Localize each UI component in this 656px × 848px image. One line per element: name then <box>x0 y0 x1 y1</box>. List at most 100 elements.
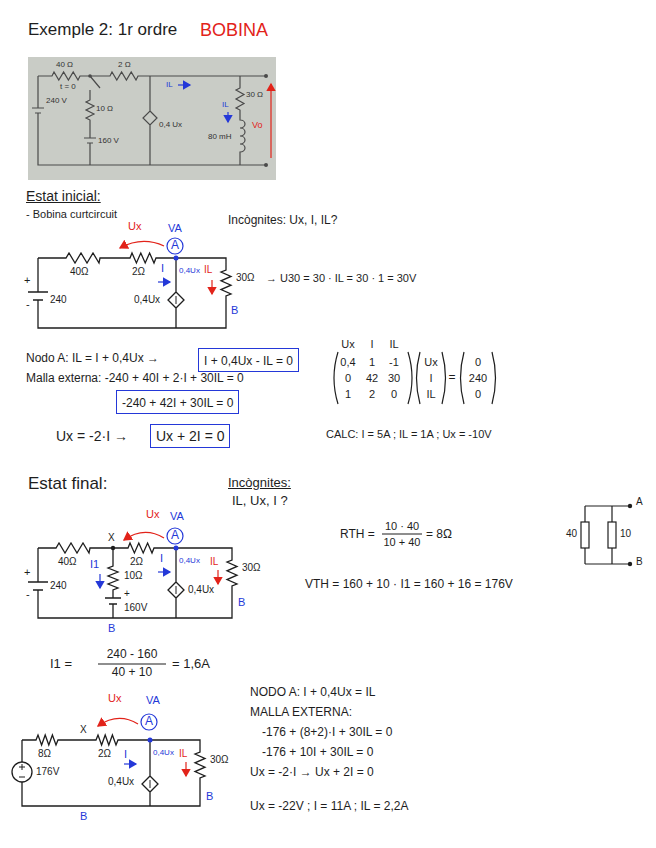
source-value: 176V <box>36 766 59 778</box>
circuit-drawings <box>99 574 100 588</box>
polarity-sign: + <box>24 566 30 579</box>
circuit-equivalent <box>12 762 32 782</box>
circuit-drawings <box>217 570 218 584</box>
equation-text: MALLA EXTERNA: <box>250 706 352 720</box>
polarity-sign: + <box>124 588 130 600</box>
resistor-value: 8Ω <box>38 748 51 760</box>
equation-text: Nodo A: IL = I + 0,4Ux → <box>26 352 159 366</box>
circuit-photo <box>32 76 266 165</box>
switch-time: t = 0 <box>60 82 76 91</box>
note-text: IL, Ux, I ? <box>232 494 288 509</box>
fraction-numerator: 10 · 40 <box>385 520 419 533</box>
source-value: 0,4 Ux <box>159 120 182 129</box>
node-name: A <box>171 239 179 253</box>
source-value: 160V <box>124 602 147 614</box>
current-name: I <box>161 262 164 275</box>
circuit-final <box>38 543 237 618</box>
equation-text: NODO A: I + 0,4Ux = IL <box>250 686 375 700</box>
current-name: IL <box>204 264 212 276</box>
equation-text: -176 + 10I + 30IL = 0 <box>262 746 373 760</box>
resistor-value: 2Ω <box>130 556 143 568</box>
fraction-numerator: 240 - 160 <box>107 648 158 662</box>
circuit-initial <box>38 253 231 328</box>
circuit-drawings <box>167 528 183 544</box>
circuit-final <box>28 548 48 590</box>
current-name: 0,4Ux <box>179 266 200 275</box>
matrix-cell: -1 <box>389 356 399 369</box>
circuit-photo <box>88 74 92 78</box>
page-title: Exemple 2: 1r ordre <box>28 20 177 40</box>
circuit-drawings <box>382 533 422 534</box>
circuit-drawings <box>124 532 164 540</box>
equation-text: = 8Ω <box>426 528 452 542</box>
equals-sign: = <box>448 371 455 385</box>
node-name: B <box>80 810 87 823</box>
current-name: 0,4Ux <box>153 748 174 757</box>
matrix-brackets <box>461 352 496 404</box>
equation-text: I1 = <box>50 657 72 672</box>
circuit-final <box>105 548 121 618</box>
polarity-sign: + <box>24 274 30 287</box>
voltage-name: Vo <box>252 120 263 130</box>
circuit-photo <box>178 84 190 85</box>
matrix-cell: 1 <box>345 388 351 401</box>
circuit-photo <box>264 163 268 167</box>
note-text: Incògnites: Ux, I, IL? <box>228 214 337 228</box>
circuit-initial <box>176 296 177 304</box>
matrix-cell: 30 <box>388 372 400 385</box>
vector-cell: I <box>429 372 432 385</box>
circuit-photo <box>32 72 266 165</box>
circuit-equivalent <box>21 740 22 762</box>
source-value: 0,4Ux <box>134 294 160 306</box>
node-name: B <box>231 304 238 317</box>
node-name: B <box>206 790 213 803</box>
circuit-final <box>28 543 237 618</box>
resistor-value: 2 Ω <box>118 60 131 69</box>
circuit-drawings <box>185 762 186 776</box>
resistor-value: 2Ω <box>132 266 145 278</box>
circuit-photo <box>28 57 276 180</box>
current-name: IL <box>222 100 229 109</box>
node-name: B <box>108 622 115 635</box>
section-heading: Estat inicial: <box>26 188 101 204</box>
boxed-equation: I + 0,4Ux - IL = 0 <box>198 348 299 372</box>
source-value: 0,4Ux <box>188 584 214 596</box>
note-text: - Bobina curtcircuit <box>26 208 117 221</box>
equation-text: -176 + (8+2)·I + 30IL = 0 <box>262 726 392 740</box>
circuit-initial <box>28 253 231 328</box>
matrix-brackets <box>334 352 412 404</box>
circuit-photo <box>38 72 266 80</box>
circuit-drawings <box>628 504 632 508</box>
inductor-value: 80 mH <box>208 132 232 141</box>
topic-tag: BOBINA <box>200 20 268 41</box>
circuit-photo <box>264 74 268 78</box>
resistor-value: 30Ω <box>210 754 229 766</box>
vector-cell: 0 <box>475 356 481 369</box>
voltage-name: Ux <box>108 692 121 705</box>
matrix-header: Ux <box>341 338 354 351</box>
current-name: I <box>160 552 163 565</box>
circuit-drawings <box>628 562 632 566</box>
source-value: 0,4Ux <box>108 776 134 788</box>
node-circle <box>167 238 183 254</box>
source-value: 240 <box>50 294 67 306</box>
matrix-brackets <box>334 352 496 404</box>
note-text: Incògnites: <box>228 476 291 491</box>
section-heading: Estat final: <box>28 474 107 494</box>
source-value: 240 V <box>46 96 67 105</box>
circuit-equivalent <box>22 735 205 806</box>
resistor-value: 10 <box>620 528 631 540</box>
equation-text: -240 + 42I + 30IL = 0 <box>122 396 233 410</box>
current-name: I <box>124 748 127 761</box>
current-name: IL <box>166 80 173 89</box>
resistor-value: 10 Ω <box>96 104 113 113</box>
equation-text: → U30 = 30 · IL = 30 · 1 = 30V <box>266 272 416 285</box>
equation-text: Ux = -2·I → Ux + 2I = 0 <box>250 766 374 780</box>
voltage-name: Ux <box>128 220 141 233</box>
terminal-name: A <box>636 496 643 508</box>
matrix-brackets <box>417 352 446 404</box>
voltage-name: Ux <box>146 508 159 521</box>
circuit-drawings <box>120 241 164 248</box>
